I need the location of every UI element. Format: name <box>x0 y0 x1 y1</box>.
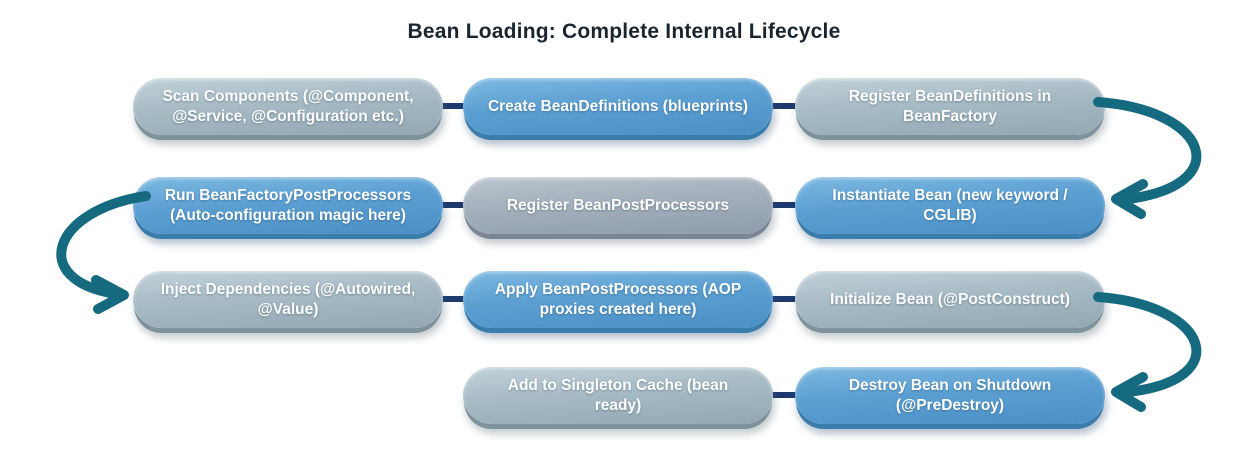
diagram-title: Bean Loading: Complete Internal Lifecycl… <box>407 20 841 43</box>
node-label: Create BeanDefinitions (blueprints) <box>487 97 749 115</box>
node-label: Apply BeanPostProcessors (AOP proxies cr… <box>494 280 742 318</box>
connector-row1-col1-col2 <box>436 103 470 109</box>
node-label: Scan Components (@Component, @Service, @… <box>162 87 414 125</box>
node-label: Register BeanPostProcessors <box>506 196 730 214</box>
arrow-register-to-instantiate <box>1093 97 1202 219</box>
node-run-beanfactorypostprocessors: Run BeanFactoryPostProcessors (Auto-conf… <box>133 177 443 234</box>
arrowhead-right-icon <box>91 275 129 314</box>
arrowhead-left-icon <box>1111 179 1148 219</box>
node-label: Destroy Bean on Shutdown (@PreDestroy) <box>848 376 1052 414</box>
connector-row4-col2-col3 <box>766 392 802 398</box>
node-initialize-bean: Initialize Bean (@PostConstruct) <box>795 271 1105 328</box>
node-label: Register BeanDefinitions in BeanFactory <box>848 87 1052 125</box>
node-register-beandefinitions: Register BeanDefinitions in BeanFactory <box>795 78 1105 135</box>
connector-row3-col1-col2 <box>436 296 470 302</box>
connector-row3-col2-col3 <box>766 296 802 302</box>
arrowhead-left-icon <box>1111 372 1148 412</box>
node-label: Inject Dependencies (@Autowired, @Value) <box>160 280 416 318</box>
connector-row2-col2-col3 <box>766 202 802 208</box>
arrow-curve <box>1093 97 1202 204</box>
connector-row1-col2-col3 <box>766 103 802 109</box>
node-register-beanpostprocessors: Register BeanPostProcessors <box>463 177 773 234</box>
node-scan-components: Scan Components (@Component, @Service, @… <box>133 78 443 135</box>
connector-row2-col1-col2 <box>436 202 470 208</box>
node-label: Run BeanFactoryPostProcessors (Auto-conf… <box>164 186 412 224</box>
node-destroy-bean: Destroy Bean on Shutdown (@PreDestroy) <box>795 367 1105 424</box>
node-create-beandefinitions: Create BeanDefinitions (blueprints) <box>463 78 773 135</box>
node-add-to-singleton-cache: Add to Singleton Cache (bean ready) <box>463 367 773 424</box>
node-apply-beanpostprocessors: Apply BeanPostProcessors (AOP proxies cr… <box>463 271 773 328</box>
node-label: Add to Singleton Cache (bean ready) <box>507 376 729 414</box>
arrow-curve <box>1093 292 1202 397</box>
node-inject-dependencies: Inject Dependencies (@Autowired, @Value) <box>133 271 443 328</box>
node-label: Instantiate Bean (new keyword / CGLIB) <box>832 186 1068 224</box>
node-label: Initialize Bean (@PostConstruct) <box>830 290 1070 308</box>
arrow-initialize-to-destroy <box>1093 292 1202 412</box>
node-instantiate-bean: Instantiate Bean (new keyword / CGLIB) <box>795 177 1105 234</box>
